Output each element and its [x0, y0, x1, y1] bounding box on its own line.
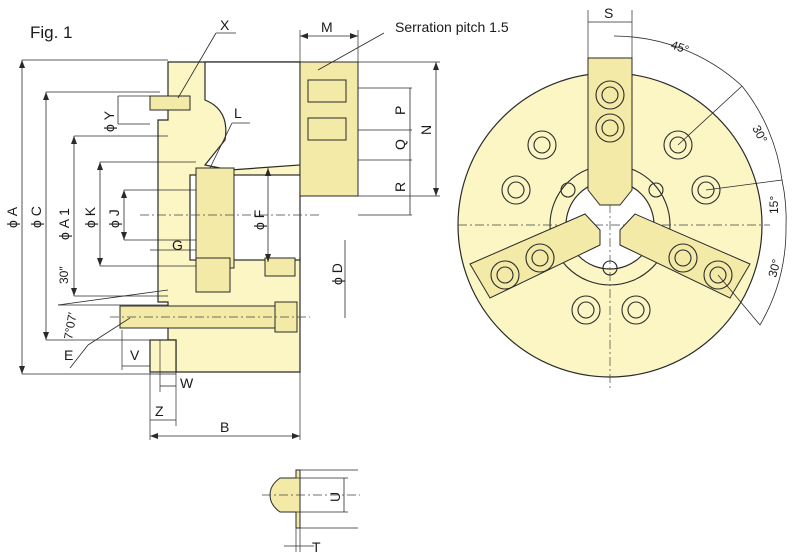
t-nut: [269, 469, 301, 529]
leader-serration: [317, 32, 385, 71]
bolt-hole: [595, 113, 625, 143]
label-u: U: [327, 492, 343, 502]
label-dia-k: ϕ K: [82, 206, 98, 228]
t-nut-detail: [262, 469, 360, 552]
bolt-hole: [668, 243, 698, 273]
bolt-hole: [527, 130, 557, 160]
label-l: L: [234, 105, 242, 121]
dimension-arrows: [19, 33, 439, 439]
side-section-view: [21, 30, 440, 440]
label-e: E: [64, 347, 73, 363]
leader-30: [57, 289, 169, 306]
label-angle-30-right: 30°: [765, 257, 783, 278]
label-angle-15: 15°: [767, 196, 781, 214]
bolt-holes: [490, 80, 733, 325]
bolt-hole: [501, 175, 531, 205]
bolt-hole-small: [560, 182, 576, 198]
label-angle-707: 7°07′: [61, 311, 80, 341]
diameter-dimensions: [21, 59, 196, 375]
serration-note: Serration pitch 1.5: [395, 19, 509, 35]
bolt-hole: [703, 260, 733, 290]
label-dia-j: ϕ J: [106, 209, 122, 228]
label-x: X: [220, 17, 230, 33]
label-v: V: [130, 347, 140, 363]
label-angle-45: 45°: [669, 38, 691, 57]
label-angle-30in: 30″: [57, 266, 71, 284]
piston-lower: [195, 257, 231, 293]
flange: [149, 339, 177, 373]
jaw-bolt-top: [307, 79, 347, 103]
bolt-hole: [490, 260, 520, 290]
labels: Fig. 1 Serration pitch 1.5 X M S L G E V…: [4, 5, 784, 555]
label-m: M: [321, 19, 333, 35]
front-view: [457, 10, 787, 388]
cap-screw-x: [149, 95, 191, 111]
label-r: R: [392, 182, 408, 192]
label-dia-a1: ϕ A 1: [56, 208, 72, 240]
bolt-hole-small: [648, 182, 664, 198]
label-p: P: [392, 106, 408, 115]
label-w: W: [180, 375, 194, 391]
jaw-bolt-bottom: [307, 117, 347, 141]
label-dia-f: ϕ F: [251, 210, 267, 230]
arc-30-right: [759, 227, 787, 326]
label-z: Z: [155, 403, 164, 419]
jaw-top: [587, 57, 633, 206]
lower-plug: [264, 257, 296, 277]
label-n: N: [418, 125, 434, 135]
label-t: T: [312, 539, 321, 555]
label-dia-d: ϕ D: [329, 263, 345, 285]
bolt-hole: [571, 295, 601, 325]
label-dia-a: ϕ A: [4, 206, 20, 228]
label-g: G: [172, 237, 183, 253]
arc-15: [781, 179, 787, 229]
label-b: B: [220, 419, 229, 435]
arc-30-top: [741, 85, 783, 181]
leader-e: [87, 317, 131, 346]
bolt-hole: [525, 243, 555, 273]
bolt-hole: [621, 295, 651, 325]
jaw-lower-right: [619, 213, 751, 299]
piston: [195, 167, 235, 269]
leader-x: [177, 32, 217, 99]
label-dia-c: ϕ C: [28, 206, 44, 228]
label-q: Q: [392, 139, 408, 150]
figure-title: Fig. 1: [30, 23, 73, 42]
bolt-hole: [595, 80, 625, 110]
jaw-lower-left: [469, 213, 601, 299]
bolt-hole: [691, 175, 721, 205]
body-recess: [203, 61, 301, 171]
label-dia-y: ϕ Y: [101, 110, 117, 132]
bolt-hole: [663, 130, 693, 160]
label-s: S: [604, 5, 613, 21]
bolt-hole-small: [602, 260, 618, 276]
arc-45: [613, 35, 743, 87]
leader-l: [209, 122, 233, 169]
